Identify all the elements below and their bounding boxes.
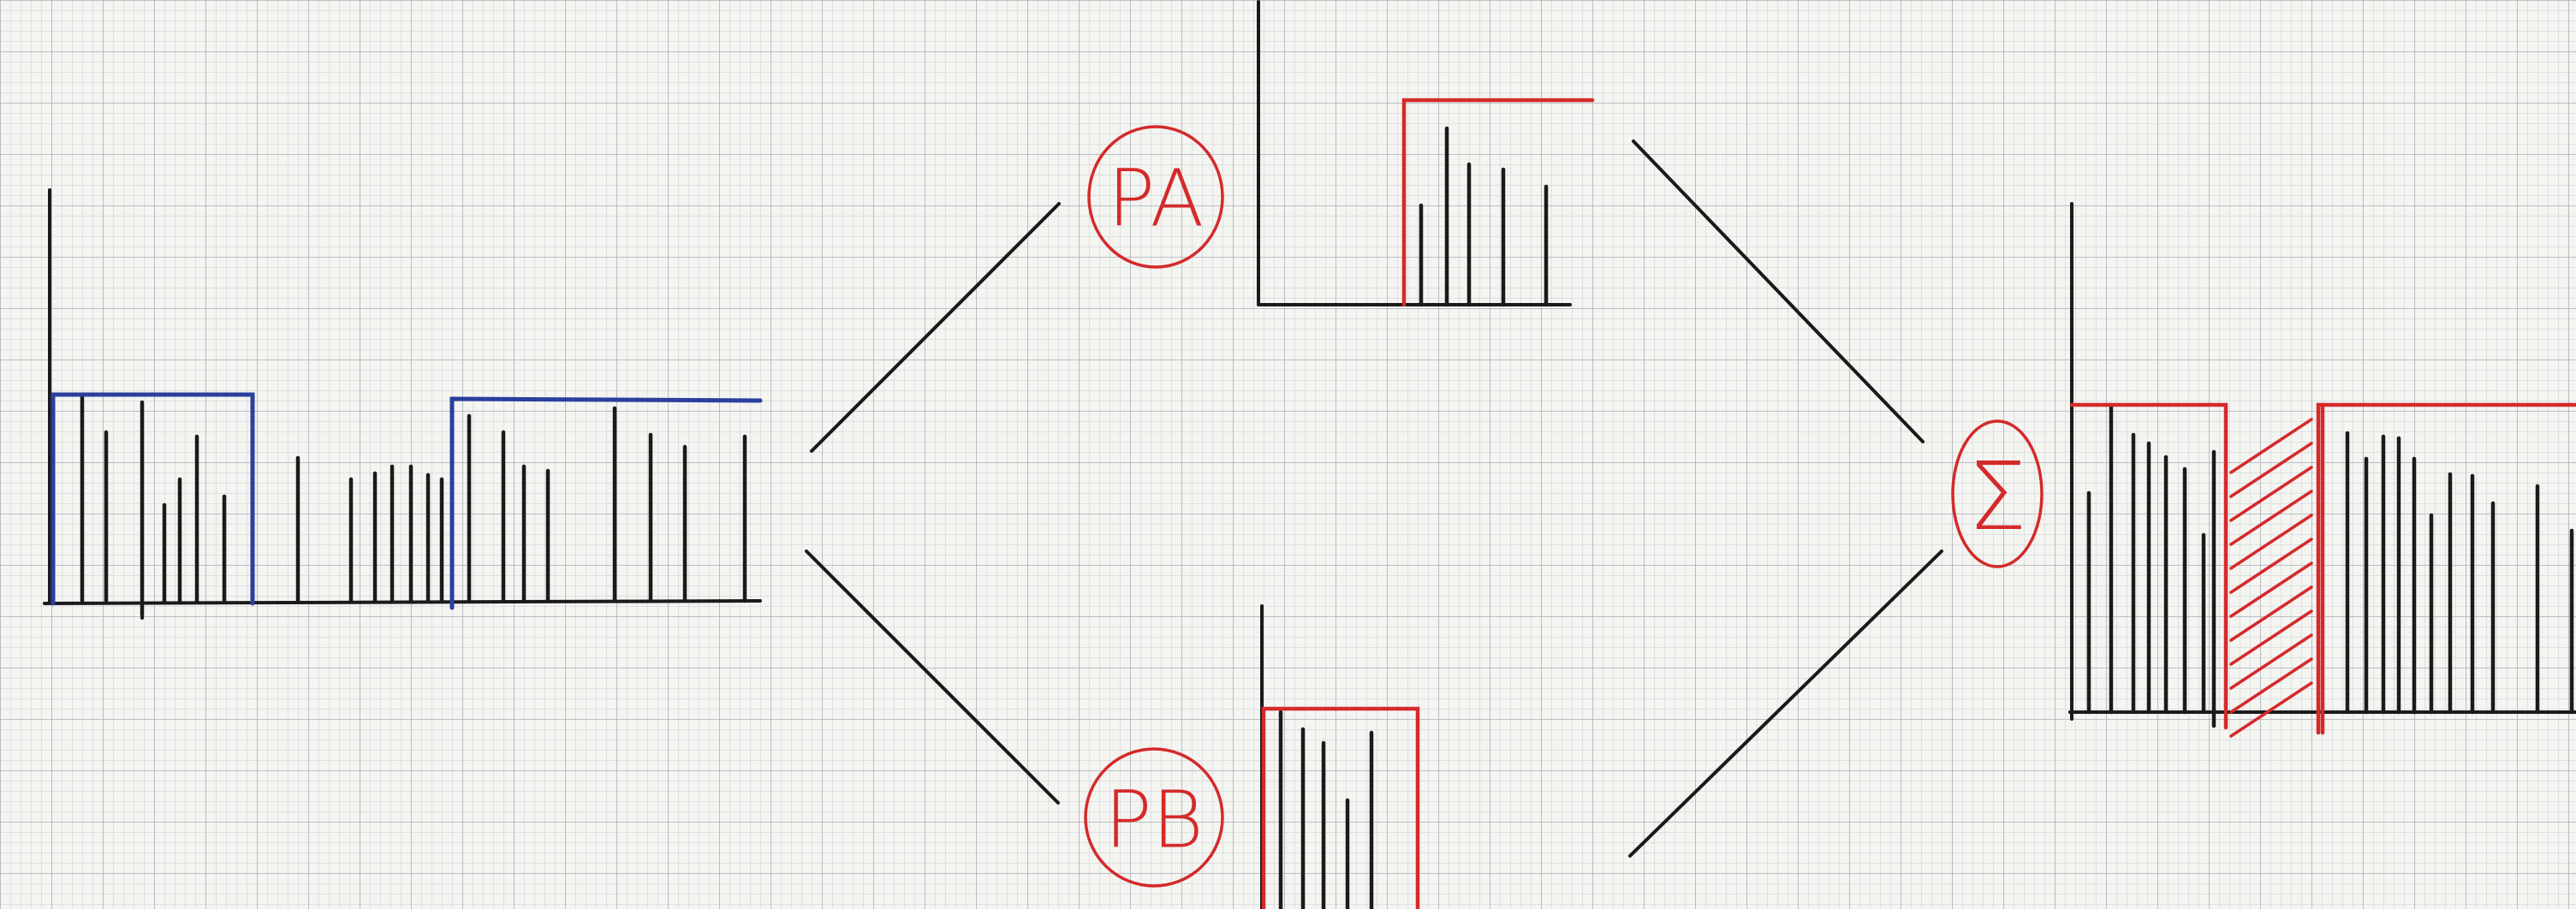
x-axis <box>43 599 762 605</box>
window-b-marker <box>449 396 763 610</box>
sum-circle <box>1951 419 2044 568</box>
pb-circle <box>1084 747 1224 888</box>
pb-output-plot <box>1260 604 1420 909</box>
sum-output-plot <box>2068 202 2576 738</box>
pb-spikes <box>1278 710 1374 909</box>
hatch-stroke <box>2229 609 2313 666</box>
pa-circle <box>1087 125 1224 269</box>
pa-output-plot <box>1257 0 1595 307</box>
sum-window-b-marker <box>2316 402 2576 735</box>
sum-label: Σ <box>1951 419 2044 568</box>
connector-pa-to-sum <box>1632 140 1925 443</box>
pa-label: PA <box>1087 125 1224 269</box>
hatch-stroke <box>2229 490 2313 546</box>
pb-window-marker <box>1261 706 1420 909</box>
window-a-marker <box>51 392 255 606</box>
hatch-stroke <box>2229 442 2313 498</box>
signal-spikes <box>80 394 747 617</box>
hatch-stroke <box>2229 538 2313 594</box>
pa-spikes <box>1419 126 1549 307</box>
connector-pb-to-sum <box>1628 550 1943 858</box>
hatch-stroke <box>2229 561 2313 618</box>
pa-window-marker <box>1401 98 1595 307</box>
sum-label-text: Σ <box>1967 442 2027 551</box>
hatch-stroke <box>2229 585 2313 642</box>
pb-label-text: PB <box>1104 775 1204 866</box>
hatch-stroke <box>2229 681 2313 738</box>
connector-to-pb <box>805 550 1060 805</box>
pb-label: PB <box>1084 747 1224 888</box>
pa-label-text: PA <box>1108 153 1205 245</box>
sum-spikes <box>2086 402 2574 728</box>
overlap-hatching <box>2229 418 2313 738</box>
sum-window-a-marker <box>2069 402 2228 730</box>
hatch-stroke <box>2229 657 2313 714</box>
hatch-stroke <box>2229 418 2313 474</box>
hatch-stroke <box>2229 514 2313 570</box>
connector-to-pa <box>810 202 1061 453</box>
hatch-stroke <box>2229 466 2313 522</box>
full-signal-plot <box>43 188 763 620</box>
hatch-stroke <box>2229 633 2313 690</box>
